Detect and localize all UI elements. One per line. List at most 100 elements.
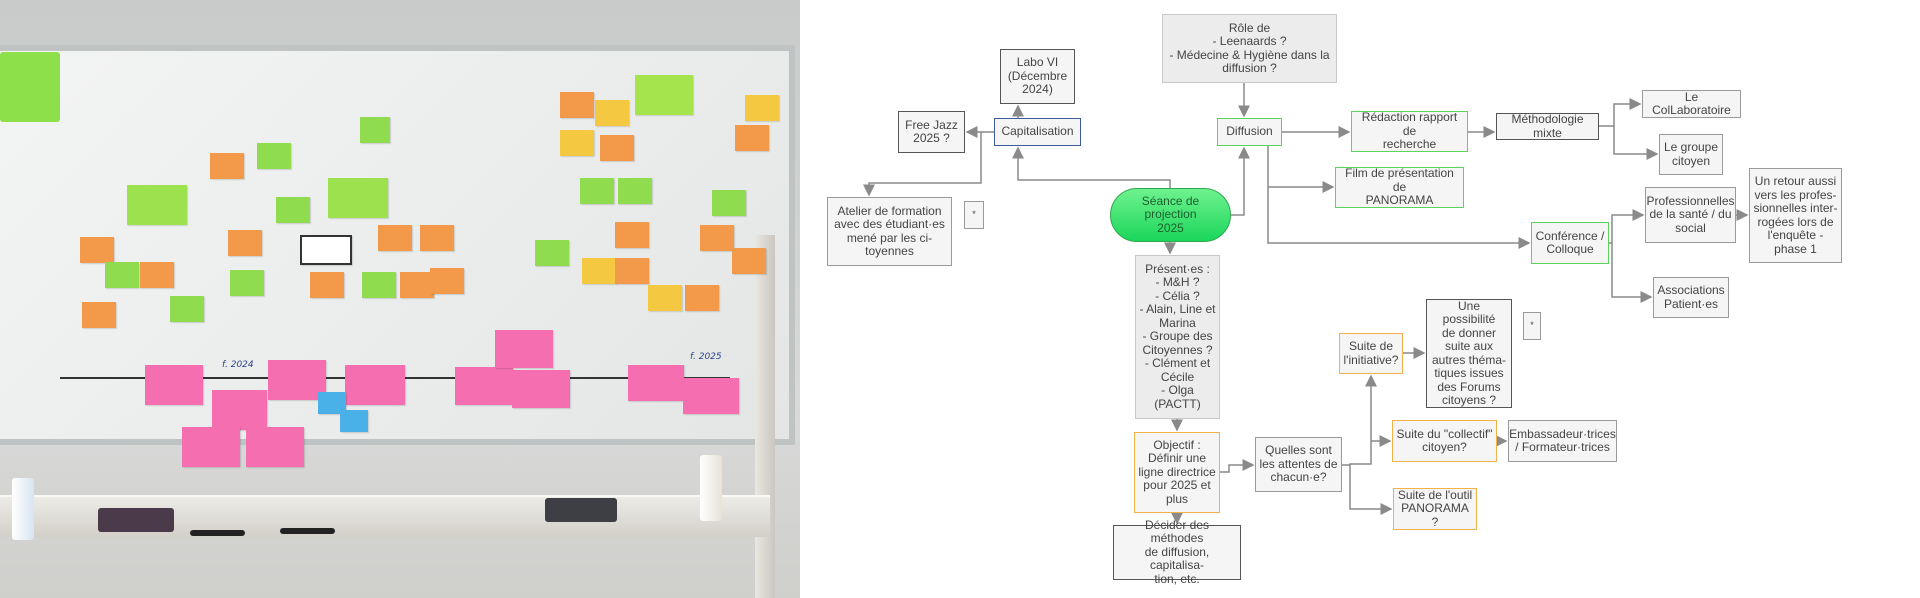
sticky-note [400,272,434,298]
sticky-note [560,130,594,156]
node-collaboratoire[interactable]: Le ColLaboratoire [1642,90,1741,118]
sticky-note [745,95,779,121]
sticky-note [300,235,352,265]
sticky-note [268,360,326,400]
sticky-note [145,365,203,405]
node-embassadeur[interactable]: Embassadeur·trices / Formateur·trices [1508,420,1617,462]
sticky-note [378,225,412,251]
connector [1349,465,1393,515]
sticky-note [635,75,693,115]
sticky-note [648,285,682,311]
eraser [98,508,174,532]
sticky-note [212,390,267,430]
node-presentes[interactable]: Présent·es : - M&H ? - Célia ? - Alain, … [1135,255,1220,419]
eraser [545,498,617,522]
node-suite-collectif[interactable]: Suite du "collectif" citoyen? [1392,420,1497,462]
connectors [863,83,1749,525]
node-film-presentation[interactable]: Film de présentation de PANORAMA [1335,167,1464,208]
sticky-note [210,153,244,179]
sticky-note [735,125,769,151]
sticky-note [512,370,570,408]
whiteboard-photo: f. 2024 f. 2025 [0,0,800,598]
sticky-note [595,100,629,126]
connector [1609,209,1645,244]
node-seance-projection[interactable]: Séance de projection 2025 [1110,188,1231,242]
sticky-note [170,296,204,322]
sticky-note [345,365,405,405]
sticky-note [318,392,346,414]
node-decider-methodes[interactable]: Décider des méthodes de diffusion, capit… [1113,518,1241,586]
marker [280,528,335,534]
sticky-note [685,285,719,311]
sticky-note [430,268,464,294]
sticky-note [712,190,746,216]
sticky-note [560,92,594,118]
node-professionnelles[interactable]: Professionnelles de la santé / du social [1645,187,1736,243]
sticky-note [615,258,649,284]
sticky-note [140,262,174,288]
node-placeholder[interactable]: * [964,201,984,229]
sticky-note [257,143,291,169]
whiteboard-stand [755,235,775,598]
node-possibilite[interactable]: Une possibilité de donner suite aux autr… [1426,299,1512,408]
sticky-note [360,117,390,143]
connector [1012,146,1171,188]
sticky-note [535,240,569,266]
sticky-note [615,222,649,248]
node-atelier-formation[interactable]: Atelier de formation avec des étudiant·e… [827,197,952,266]
connector [1231,146,1250,216]
node-quelles-attentes[interactable]: Quelles sont les attentes de chacun·e? [1255,437,1342,492]
node-placeholder[interactable]: * [1523,312,1541,340]
connector [1342,374,1377,466]
sticky-note [700,225,734,251]
node-diffusion[interactable]: Diffusion [1217,118,1282,146]
node-redaction-rapport[interactable]: Rédaction rapport de recherche [1351,111,1468,152]
sticky-note [600,135,634,161]
timeline-label-2024: f. 2024 [222,360,254,370]
sticky-note [276,197,310,223]
node-suite-outil[interactable]: Suite de l'outil PANORAMA ? [1393,488,1477,530]
sticky-note [246,427,304,467]
node-capitalisation[interactable]: Capitalisation [994,118,1081,146]
sticky-note [82,302,116,328]
sticky-note [340,410,368,432]
sticky-note [582,258,616,284]
sticky-note [228,230,262,256]
sticky-note [580,178,614,204]
node-labo-vi[interactable]: Labo VI (Décembre 2024) [1000,49,1075,104]
node-retour-professionnelles[interactable]: Un retour aussi vers les profes- sionnel… [1749,168,1842,263]
sticky-note [362,272,396,298]
node-groupe-citoyen[interactable]: Le groupe citoyen [1659,134,1723,175]
node-role[interactable]: Rôle de - Leenaards ? - Médecine & Hygiè… [1162,14,1337,83]
connector [1599,98,1642,127]
node-suite-initiative[interactable]: Suite de l'initiative? [1339,333,1403,374]
sticky-note [80,237,114,263]
node-free-jazz[interactable]: Free Jazz 2025 ? [898,111,965,153]
sticky-note [420,225,454,251]
sticky-note [230,270,264,296]
sticky-note [328,178,388,218]
sticky-note [732,248,766,274]
spray-bottle [700,455,722,521]
node-associations-patientes[interactable]: Associations Patient·es [1653,277,1729,318]
sticky-note [618,178,652,204]
mind-map-diagram: Rôle de - Leenaards ? - Médecine & Hygiè… [800,0,1920,598]
sticky-note [182,427,240,467]
connector [1613,126,1659,160]
sticky-note [105,262,139,288]
marker [190,530,245,536]
connector [863,132,982,197]
sticky-note [310,272,344,298]
spray-bottle [12,478,34,540]
sticky-note [495,330,553,368]
sticky-note [628,365,684,401]
sticky-note [127,185,187,225]
node-objectif[interactable]: Objectif : Définir une ligne directrice … [1134,432,1220,513]
node-conference-colloque[interactable]: Conférence / Colloque [1531,222,1609,264]
connector [1611,243,1653,303]
connector [1267,187,1531,249]
sticky-note [0,52,60,122]
sticky-note [455,367,513,405]
connector [1220,459,1255,473]
node-methodologie-mixte[interactable]: Méthodologie mixte [1496,112,1599,140]
